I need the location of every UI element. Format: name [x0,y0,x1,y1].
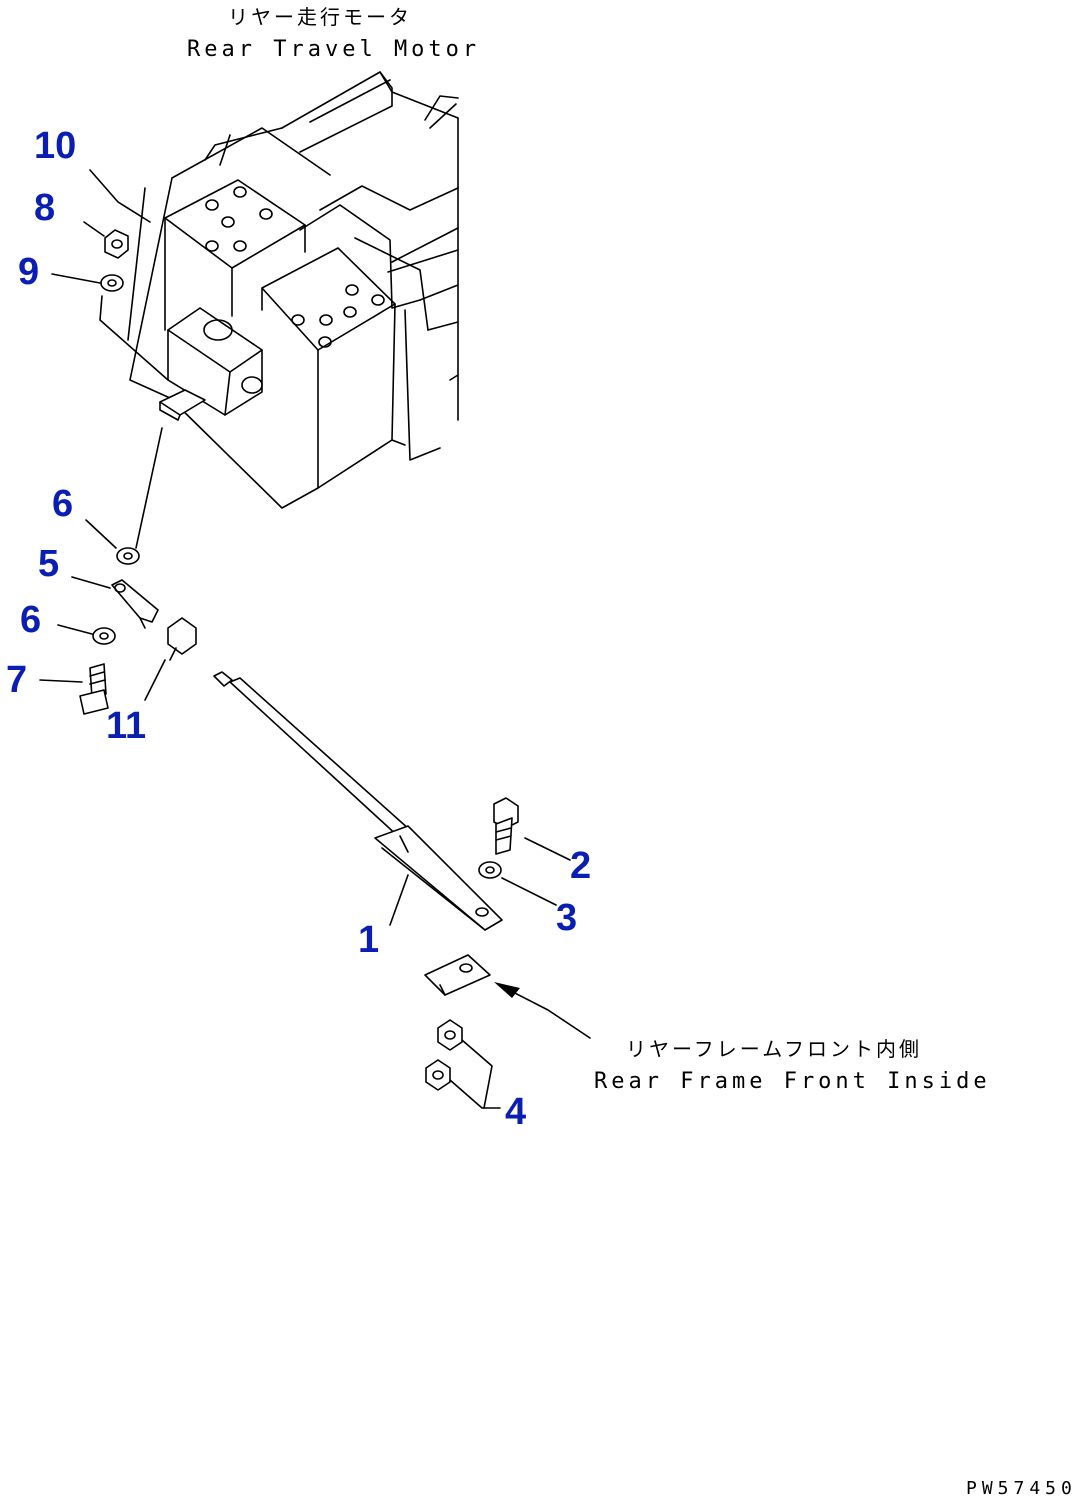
part-5-link [71,576,159,629]
drawing-code: PW57450 [966,1478,1077,1499]
part-3-washer [478,861,557,906]
part-2-bolt [493,797,571,861]
callout-2: 2 [570,845,591,887]
rear-travel-motor [127,71,459,509]
part-10 [89,169,151,223]
callout-9: 9 [18,251,39,293]
part-1-rod [213,671,503,931]
part-6-washer-upper [85,427,163,565]
part-9-washer [51,273,169,381]
part-6-washer-lower [57,624,116,645]
callout-5: 5 [38,543,59,585]
callout-11: 11 [106,705,146,747]
arrow-leader [494,982,591,1039]
part-4-nuts [425,1019,501,1109]
callout-3: 3 [556,897,577,939]
motor-label-en: Rear Travel Motor [187,37,480,62]
frame-label-jp: リヤーフレームフロント内側 [626,1037,922,1061]
callout-6-lower: 6 [20,599,41,641]
motor-label-jp: リヤー走行モータ [228,5,412,29]
callout-1: 1 [358,919,379,961]
callout-10: 10 [34,125,76,167]
part-11-joint [144,617,197,701]
part-8-nut [83,221,129,259]
callout-7: 7 [6,659,27,701]
callout-8: 8 [34,187,55,229]
callout-6-upper: 6 [52,483,73,525]
part-7-bolt [39,663,109,715]
frame-label-en: Rear Frame Front Inside [594,1069,991,1094]
callout-4: 4 [505,1091,526,1133]
frame-bracket [424,954,491,996]
